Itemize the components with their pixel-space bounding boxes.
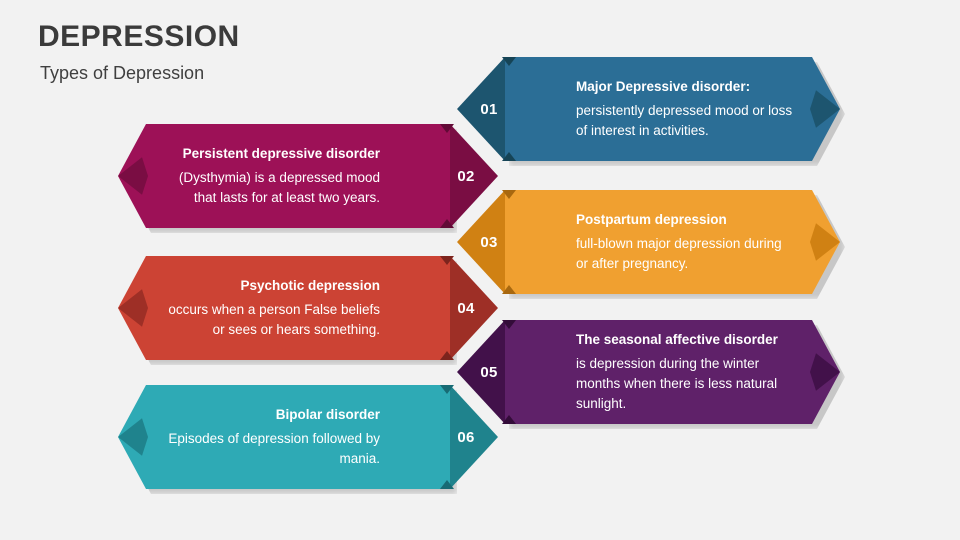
arrow-description: is depression during the winter months w… (576, 356, 778, 411)
arrow-shape-02: Persistent depressive disorder (Dysthymia… (118, 124, 457, 233)
arrow-body (504, 57, 840, 161)
arrow-shape-05: The seasonal affective disorder is depres… (504, 320, 840, 424)
arrow-fold-nib (440, 351, 454, 360)
arrow-heading: The seasonal affective disorder (576, 332, 778, 347)
arrow-fold-nib (502, 415, 516, 424)
step-badge-06[interactable]: 06 (450, 385, 498, 489)
arrow-description: (Dysthymia) is a depressed mood that las… (178, 170, 380, 205)
arrow-description: occurs when a person False beliefs or se… (168, 302, 380, 337)
arrow-description: full-blown major depression during or af… (576, 236, 782, 271)
arrow-fold-nib (502, 285, 516, 294)
arrow-fold-nib (502, 152, 516, 161)
badge-number: 04 (457, 299, 475, 317)
arrow-row-01[interactable]: Major Depressive disorder: persistently d… (0, 57, 960, 161)
arrow-fold-nib (440, 124, 454, 133)
arrow-fold-nib (502, 320, 516, 329)
arrow-fold-nib (440, 256, 454, 265)
arrow-fold-nib (440, 219, 454, 228)
arrow-text-block: Persistent depressive disorder (Dysthymia… (162, 124, 380, 228)
arrow-description: Episodes of depression followed by mania… (168, 431, 380, 466)
badge-number: 03 (480, 233, 498, 251)
arrow-shape-03: Postpartum depression full-blown major de… (504, 190, 840, 294)
arrow-heading: Persistent depressive disorder (182, 146, 380, 161)
arrow-body (504, 320, 840, 424)
arrow-description: persistently depressed mood or loss of i… (576, 103, 793, 138)
arrow-fold-nib (440, 480, 454, 489)
badge-number: 05 (480, 363, 498, 381)
arrow-text-block: Major Depressive disorder: persistently d… (576, 57, 794, 161)
arrow-heading: Psychotic depression (240, 278, 380, 293)
arrow-fold-nib (502, 57, 516, 66)
page-title: DEPRESSION (38, 20, 240, 53)
arrow-body (118, 256, 452, 360)
step-badge-03[interactable]: 03 (457, 190, 505, 294)
arrow-shape-01: Major Depressive disorder: persistently d… (504, 57, 840, 161)
arrow-body (118, 385, 452, 489)
page-subtitle: Types of Depression (40, 63, 205, 83)
arrow-text-block: The seasonal affective disorder is depres… (576, 320, 794, 424)
arrow-text-block: Psychotic depression occurs when a person… (162, 256, 380, 360)
arrow-heading: Major Depressive disorder: (576, 79, 751, 94)
arrow-body (118, 124, 452, 228)
arrow-row-04[interactable]: Psychotic depression occurs when a person… (0, 256, 960, 365)
arrow-shape-04: Psychotic depression occurs when a person… (118, 256, 457, 365)
arrow-heading: Bipolar disorder (275, 407, 380, 422)
badge-number: 02 (457, 167, 475, 185)
arrow-row-03[interactable]: Postpartum depression full-blown major de… (0, 190, 960, 294)
arrow-fold-nib (440, 385, 454, 394)
badge-number: 06 (457, 428, 475, 446)
badge-number: 01 (480, 100, 498, 118)
arrow-row-05[interactable]: The seasonal affective disorder is depres… (0, 320, 960, 424)
arrow-body (504, 190, 840, 294)
arrow-text-block: Postpartum depression full-blown major de… (576, 190, 794, 294)
arrow-heading: Postpartum depression (576, 212, 727, 227)
arrow-fold-nib (502, 190, 516, 199)
